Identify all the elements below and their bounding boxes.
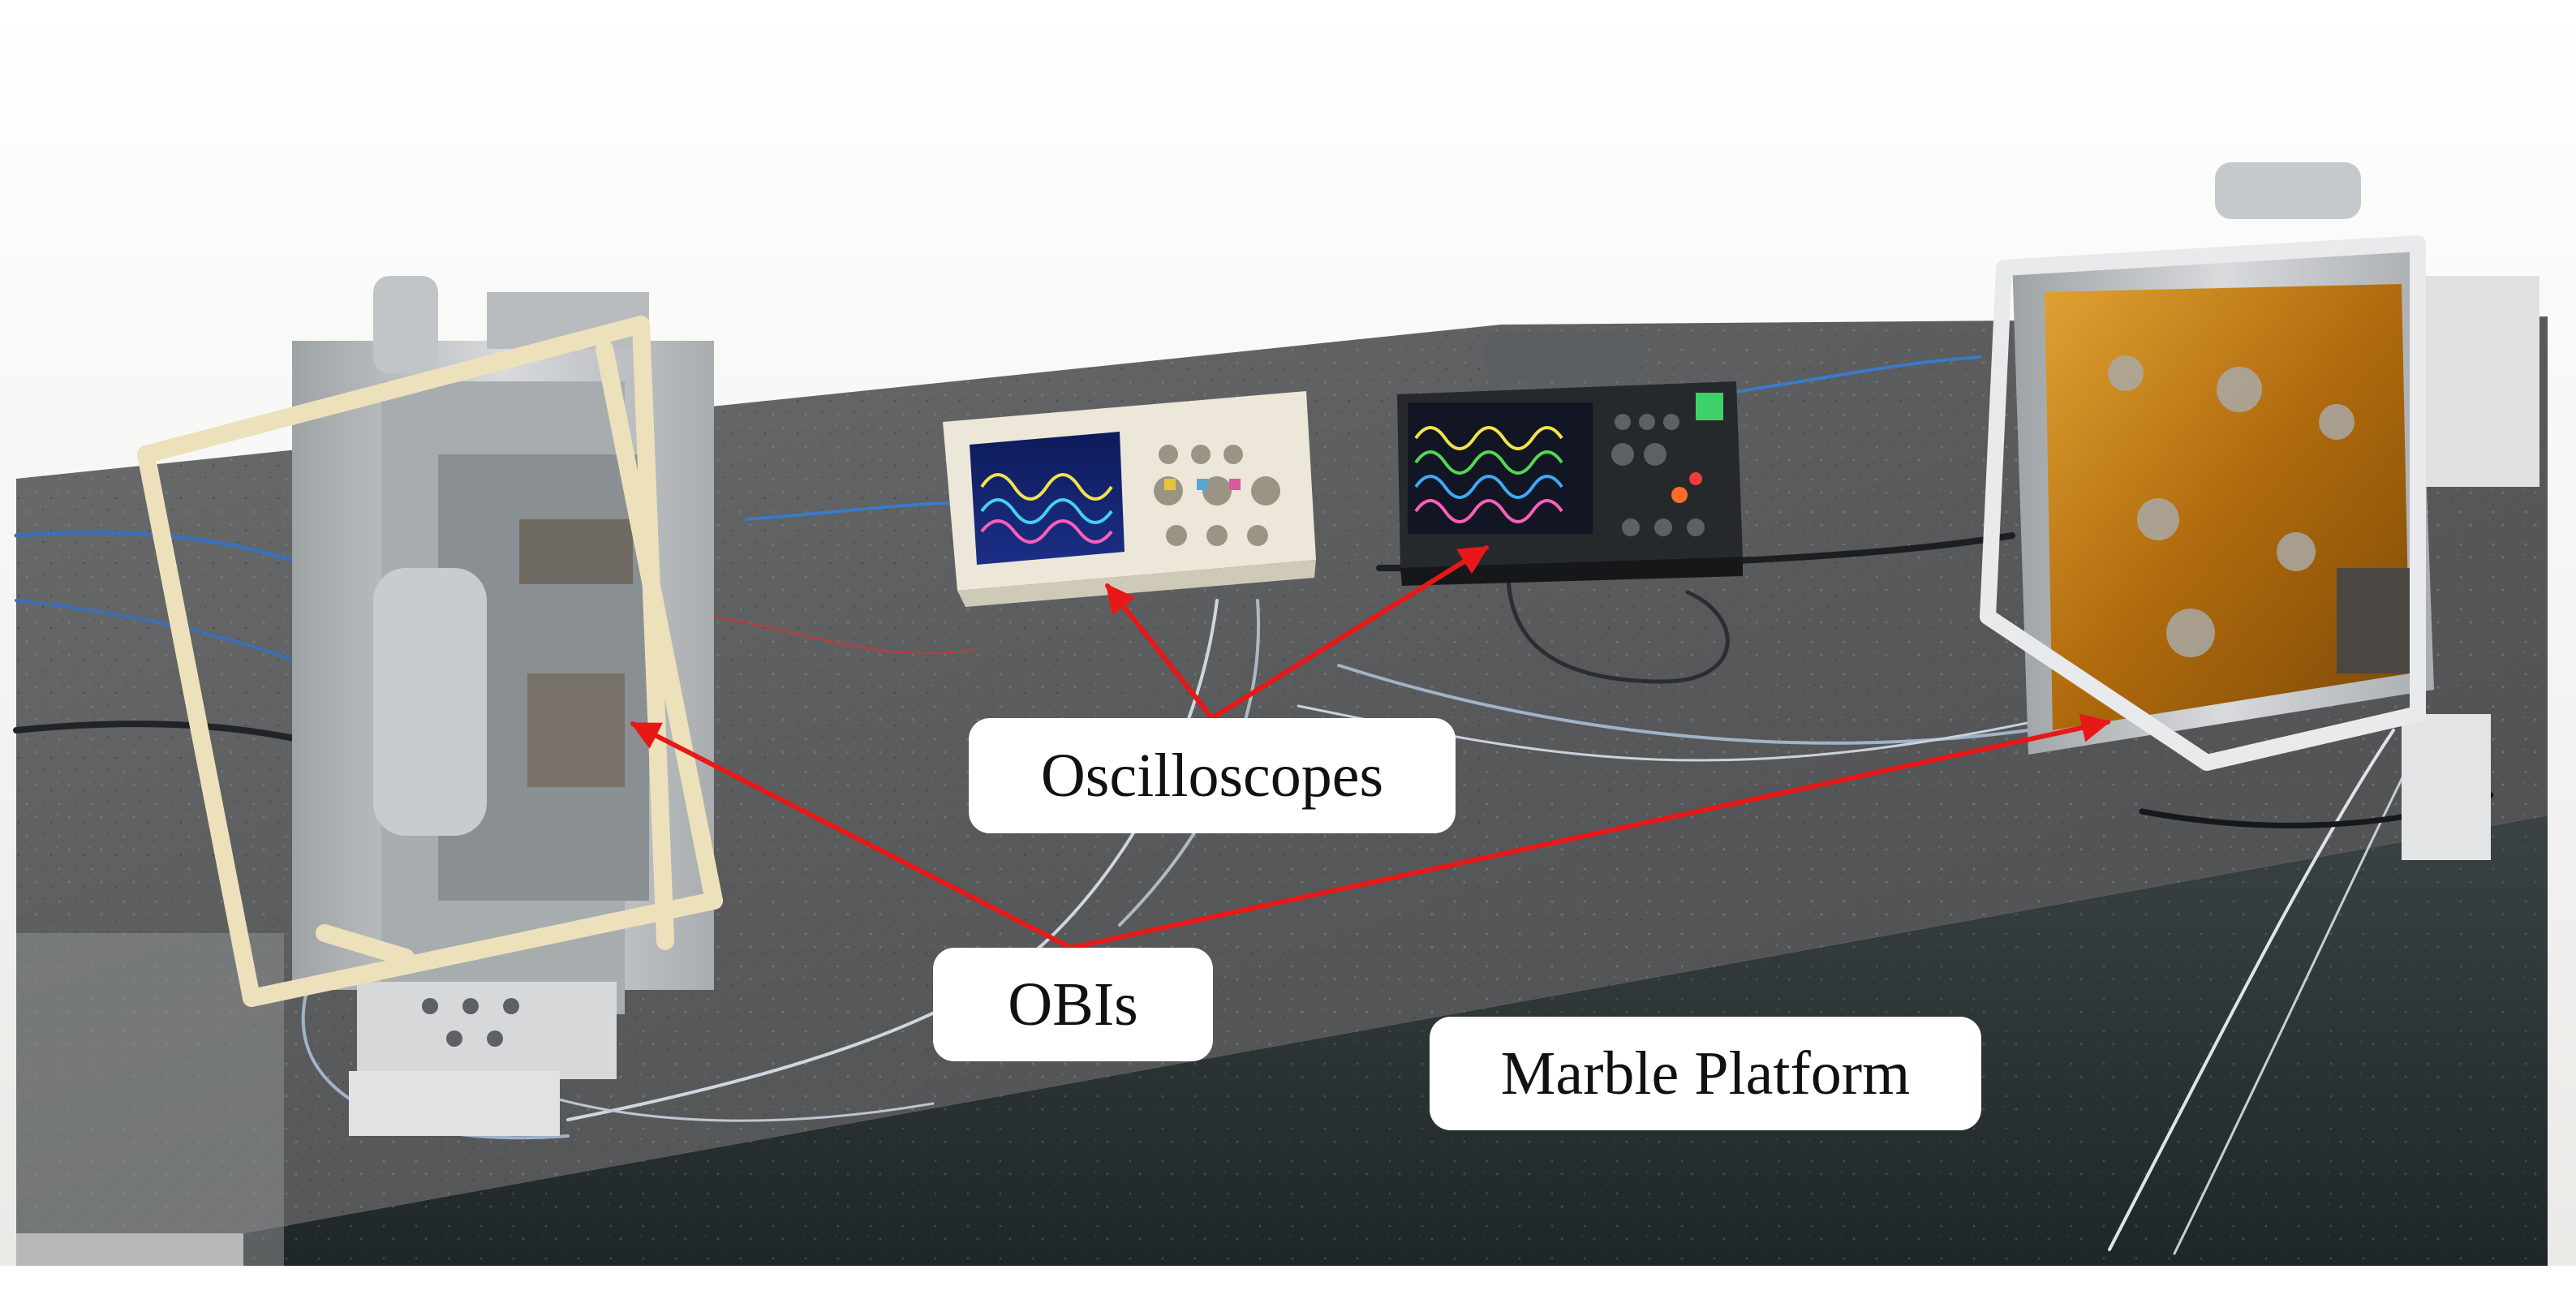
callout-obis-text: OBIs xyxy=(1008,970,1138,1039)
blur-left-foreground xyxy=(16,933,284,1266)
arrow-to-left-obi xyxy=(630,721,1073,950)
obi-right-device xyxy=(2012,162,2539,860)
arrow-to-tektronix xyxy=(1105,583,1215,721)
callout-oscilloscopes: Oscilloscopes xyxy=(969,718,1456,833)
annotation-arrows xyxy=(630,545,2111,950)
obi-right-frame xyxy=(1980,235,2426,771)
marble-edge-speckle xyxy=(243,815,2548,1266)
callout-marble-platform-text: Marble Platform xyxy=(1500,1039,1911,1108)
oscilloscope-tektronix xyxy=(943,391,1316,607)
obi-left-frame xyxy=(137,316,723,1007)
callout-marble-platform: Marble Platform xyxy=(1430,1017,1981,1130)
arrow-to-keysight xyxy=(1210,545,1490,721)
arrow-to-right-obi xyxy=(1069,713,2111,950)
callout-oscilloscopes-text: Oscilloscopes xyxy=(1040,742,1384,810)
oscilloscope-keysight xyxy=(1397,333,1743,586)
callout-obis: OBIs xyxy=(933,948,1213,1061)
photo-border-bottom xyxy=(0,1266,2576,1295)
